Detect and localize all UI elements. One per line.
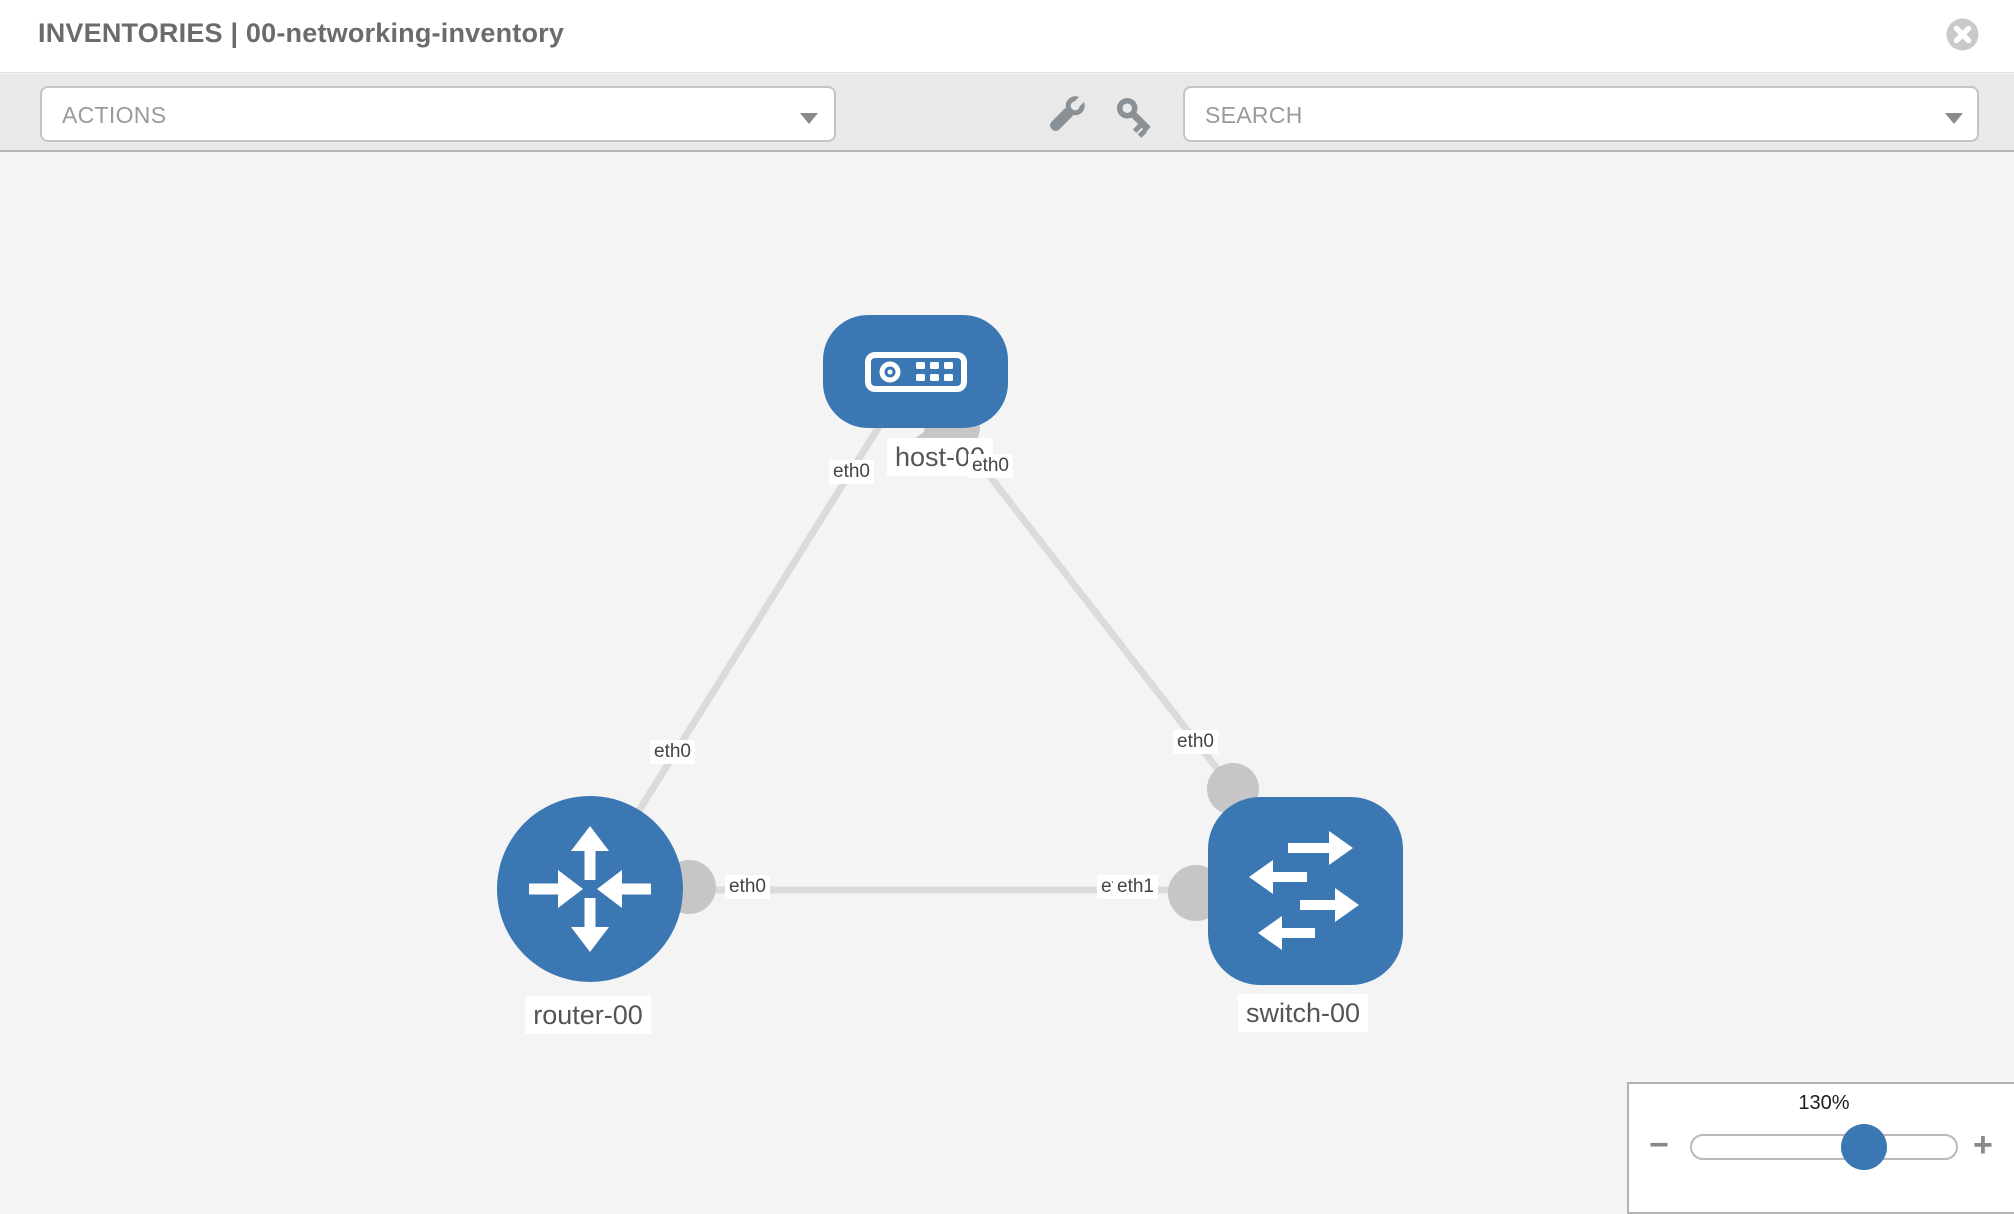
actions-dropdown[interactable]: ACTIONS	[40, 86, 836, 142]
search-dropdown[interactable]: SEARCH	[1183, 86, 1979, 142]
interface-label-router-eth0-right: eth0	[725, 875, 770, 899]
node-switch-00[interactable]	[1208, 797, 1403, 985]
node-host-00[interactable]	[823, 315, 1008, 428]
breadcrumb-separator: |	[230, 18, 239, 48]
actions-dropdown-label: ACTIONS	[62, 102, 167, 128]
search-dropdown-label: SEARCH	[1205, 102, 1303, 128]
zoom-slider-track[interactable]	[1690, 1134, 1958, 1160]
node-router-00[interactable]	[497, 796, 683, 982]
close-icon[interactable]	[1946, 18, 1979, 51]
breadcrumb-section: INVENTORIES	[38, 18, 223, 48]
zoom-in-button[interactable]: +	[1973, 1126, 1993, 1164]
wrench-icon[interactable]	[1045, 91, 1090, 136]
node-label-router: router-00	[525, 996, 651, 1034]
page-header: INVENTORIES | 00-networking-inventory	[0, 0, 2014, 73]
interface-label-switch-eth1: eth1	[1113, 875, 1158, 899]
router-icon	[529, 826, 651, 952]
topology-canvas[interactable]: host-00 router-00 switch-00 eth0 eth0 et…	[0, 154, 2014, 1200]
host-icon	[865, 352, 967, 392]
link-host-switch[interactable]	[947, 422, 1236, 792]
toolbar: ACTIONS SEARCH	[0, 74, 2014, 152]
zoom-percentage: 130%	[1798, 1092, 1850, 1114]
switch-icon	[1249, 831, 1359, 950]
toolbar-icons	[1045, 91, 1154, 138]
chevron-down-icon	[800, 113, 818, 124]
interface-label-switch-eth0-top: eth0	[1173, 730, 1218, 754]
interface-label-host-eth0-right: eth0	[968, 454, 1013, 478]
key-icon[interactable]	[1114, 97, 1154, 138]
interface-label-router-eth0-uplink: eth0	[650, 740, 695, 764]
zoom-out-button[interactable]: −	[1649, 1126, 1669, 1164]
node-label-switch: switch-00	[1237, 994, 1369, 1032]
interface-label-host-eth0-left: eth0	[829, 460, 874, 484]
breadcrumb-inventory-name: 00-networking-inventory	[245, 18, 565, 48]
zoom-slider-thumb[interactable]	[1841, 1124, 1887, 1170]
zoom-control-panel: 130% − +	[1627, 1082, 2014, 1214]
chevron-down-icon	[1945, 113, 1963, 124]
page-title: INVENTORIES | 00-networking-inventory	[38, 18, 564, 49]
